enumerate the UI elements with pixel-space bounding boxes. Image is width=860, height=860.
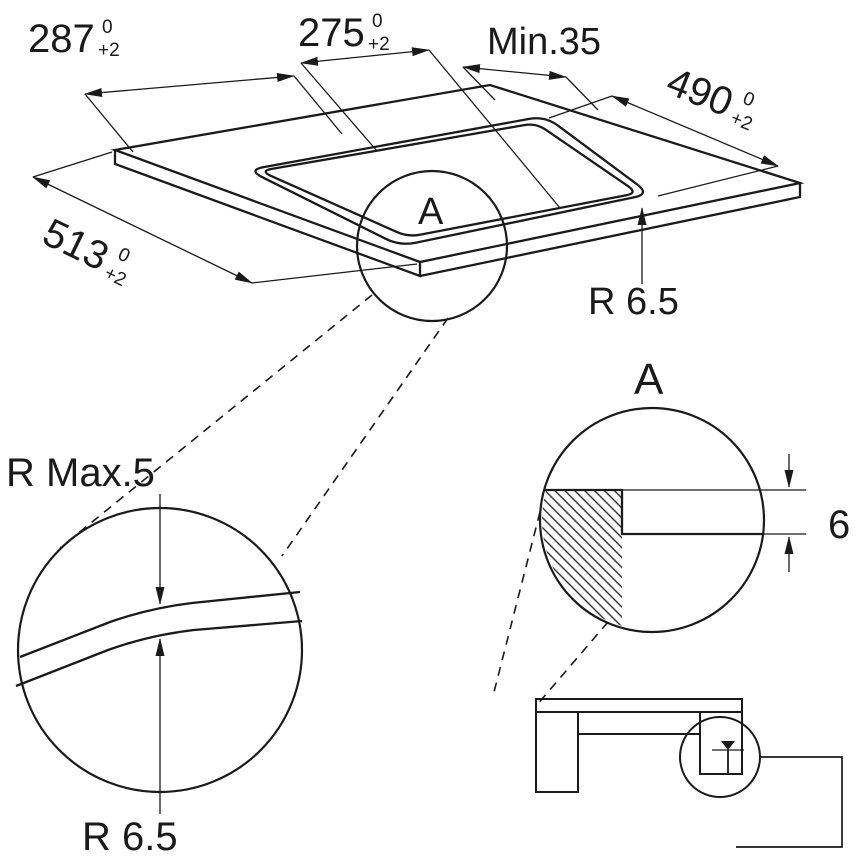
extension-line [251,263,418,284]
extension-line [300,62,378,152]
extension-line [565,76,599,111]
cutout-radius-label: R 6.5 [588,281,679,323]
dim-513-value: 513 [36,211,115,280]
extension-line [462,66,496,101]
projection-lines-right [493,511,609,707]
dimension-490: 490 0 +2 [548,60,779,197]
projection-line [535,621,609,707]
cutout-edge-curve [15,619,303,688]
worktop-vertical-section [535,711,579,793]
clamp-detail-circle [679,716,761,798]
dimension-513: 513 0 +2 [32,151,418,291]
radius-callout-main: R 6.5 [588,207,679,323]
recess-outline [254,117,645,245]
installation-section [535,698,843,848]
dimension-line [611,95,779,167]
dim-513-tolerance-upper: 0 [114,244,133,268]
min-distance-label: Min.35 [487,21,601,63]
dim-513-tolerance-lower: +2 [101,263,130,291]
dim-287-value: 287 [28,17,95,61]
worktop-thickness-edges [113,150,802,278]
dim-275-tolerance-lower: +2 [368,34,390,55]
clamp-screw-glyph [712,741,744,773]
dim-287-tolerance-lower: +2 [98,40,120,61]
step-profile [544,488,762,536]
worktop-isometric-view [110,83,805,278]
dim-287-tolerance-upper: 0 [102,17,113,38]
detail-circle [355,169,509,323]
recess-edge-curve [19,590,301,659]
detail-title-label: A [634,355,664,404]
dimension-275: 275 0 +2 [298,11,561,209]
projection-line [59,294,373,549]
dim-490-tolerance-upper: 0 [740,88,758,111]
projection-lines-left [59,294,449,557]
extension-line [657,165,779,197]
worktop-horizontal-section [577,711,701,735]
dimension-line [32,176,253,284]
extension-line [293,75,343,135]
glass-panel-section [535,698,743,713]
extension-line [84,93,134,153]
dimension-287: 287 0 +2 [28,17,343,153]
callout-hook-line [736,756,843,848]
dim-275-value: 275 [298,11,365,55]
worktop-edge-block [699,711,743,775]
detail-corner-radius-label: R 6.5 [82,815,178,859]
dimension-min-35: Min.35 [462,21,601,111]
extension-line [548,95,613,119]
detail-corner-radii: R Max.5 R 6.5 [6,451,304,859]
dim-490-value: 490 [661,60,739,126]
section-hatch [542,490,622,630]
detail-a-section: A 6 [538,355,850,634]
extension-line [428,49,561,209]
dimension-line [84,72,295,98]
projection-line [493,511,541,693]
cutout-outline [264,123,634,237]
clamp-head [721,741,735,750]
projection-line [281,317,449,557]
dimension-line [300,47,430,66]
recess-corner-radius-label: R Max.5 [6,451,155,495]
dim-275-tolerance-upper: 0 [372,11,383,32]
detail-marker-circle: A [355,169,509,323]
extension-line [32,151,113,178]
detail-marker-label: A [418,191,444,233]
dimension-line [462,64,567,80]
recess-depth-label: 6 [828,503,850,547]
detail-circle-outline [538,406,766,634]
dim-490-tolerance-lower: +2 [727,108,755,136]
